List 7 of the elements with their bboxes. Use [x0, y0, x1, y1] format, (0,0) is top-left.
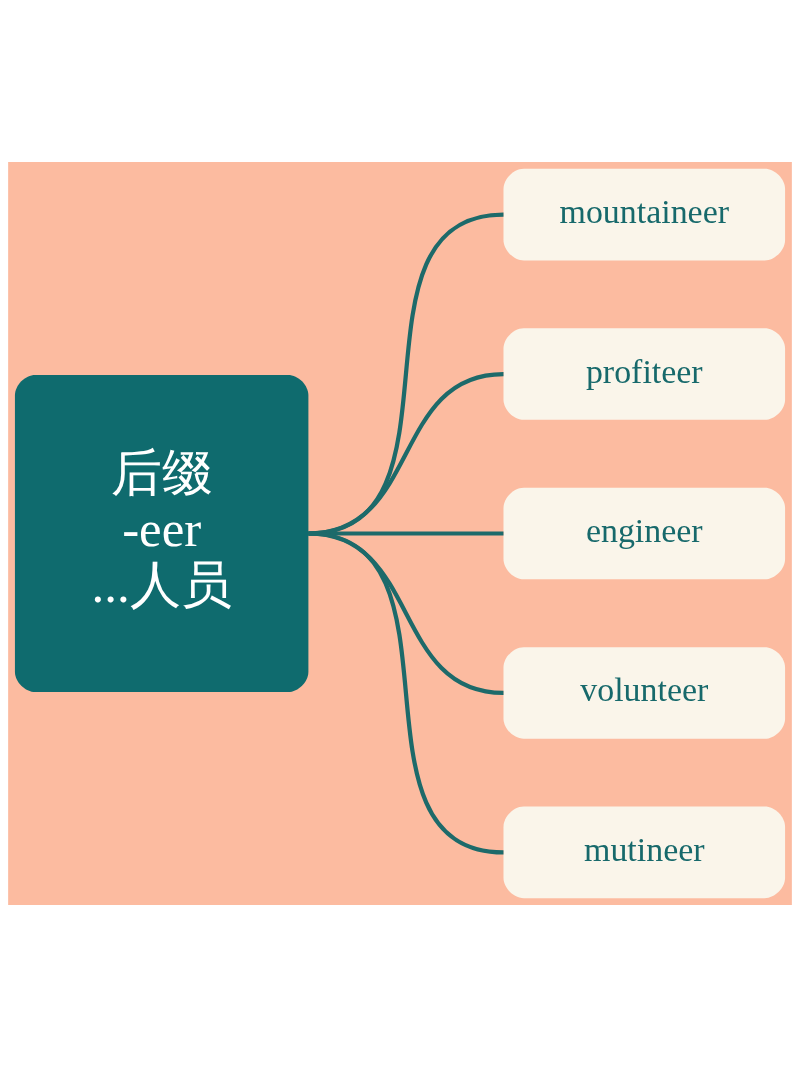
node-box: engineer	[503, 487, 786, 579]
node-box: profiteer	[503, 327, 786, 420]
connector	[308, 530, 504, 854]
node-box: 后缀 -eer ...人员	[14, 374, 309, 692]
node-box: volunteer	[503, 646, 786, 739]
node-box: mountaineer	[503, 168, 786, 260]
node-box: mutineer	[503, 806, 786, 898]
